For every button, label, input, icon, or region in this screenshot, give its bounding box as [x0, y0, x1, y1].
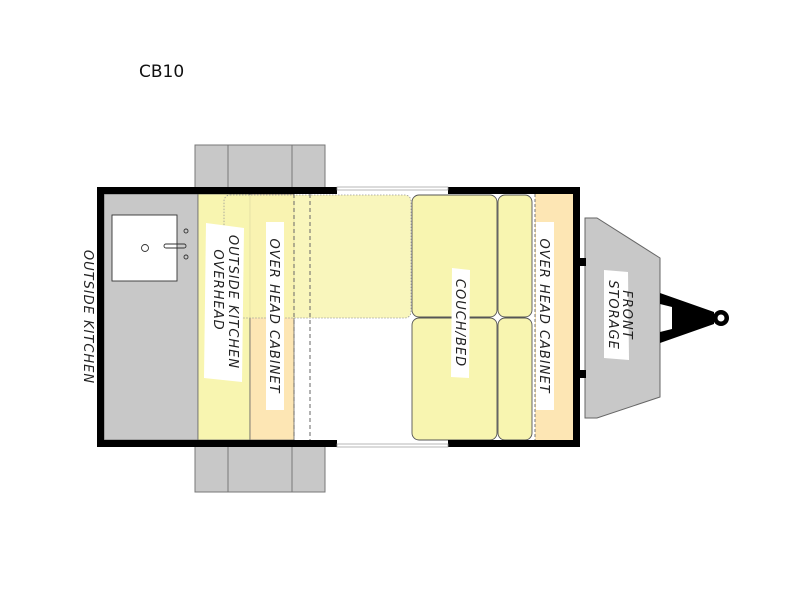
- axle-mark: [579, 370, 586, 378]
- label-overhead-cabinet-front: OVER HEAD CABINET: [536, 238, 551, 393]
- label-outside-kitchen-overhead-2: OVERHEAD: [210, 249, 225, 330]
- exterior-wall: [97, 187, 580, 447]
- sink-icon: [111, 214, 189, 282]
- label-backgrounds: [204, 222, 629, 410]
- label-couch-bed: COUCH/BED: [452, 279, 467, 367]
- door-opening-top: [336, 186, 449, 191]
- axle-mark: [579, 258, 586, 266]
- wheel-fender-bottom: [194, 445, 326, 493]
- table-area: [223, 194, 412, 319]
- couch-bed: [411, 194, 533, 441]
- label-outside-kitchen-overhead-1: OUTSIDE KITCHEN: [225, 235, 240, 369]
- wheel-fender-top: [194, 144, 326, 189]
- hitch-icon: [660, 293, 729, 343]
- label-overhead-cabinet-rear: OVER HEAD CABINET: [266, 238, 281, 393]
- door-opening-bottom: [336, 443, 449, 448]
- label-outside-kitchen: OUTSIDE KITCHEN: [80, 250, 95, 384]
- floorplan-title: CB10: [139, 62, 185, 82]
- label-front-storage-2: STORAGE: [605, 280, 620, 350]
- label-front-storage-1: FRONT: [619, 290, 634, 339]
